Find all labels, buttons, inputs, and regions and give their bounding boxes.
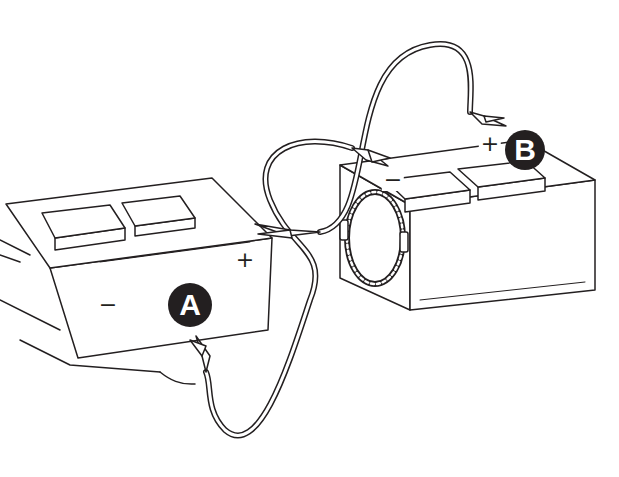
callout-letter: A bbox=[179, 290, 201, 320]
polarity-sign: − bbox=[97, 294, 119, 316]
polarity-sign: − bbox=[382, 169, 404, 191]
callout-letter: B bbox=[514, 135, 536, 165]
polarity-sign: + bbox=[479, 133, 501, 155]
polarity-sign: + bbox=[234, 249, 256, 271]
